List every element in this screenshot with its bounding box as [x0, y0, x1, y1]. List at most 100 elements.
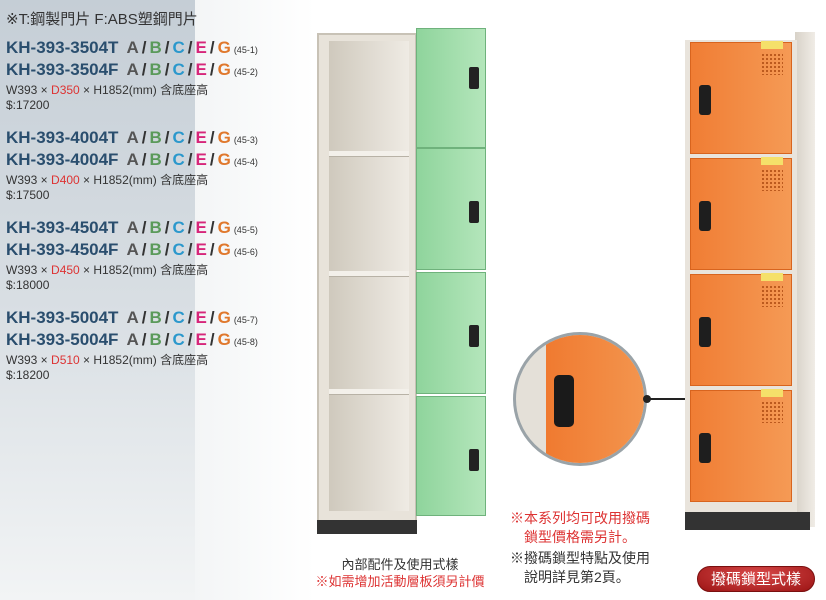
color-option-c: C — [172, 218, 185, 237]
lock-detail-zoom — [513, 332, 647, 466]
color-option-e: E — [195, 150, 207, 169]
lock-icon — [469, 449, 479, 471]
model-number: KH-393-3504T — [6, 38, 119, 57]
color-option-e: E — [195, 218, 207, 237]
depth-value: D510 — [51, 353, 80, 367]
dimensions: W393 × D400 × H1852(mm) 含底座高 — [6, 173, 209, 187]
price: $:18200 — [6, 368, 50, 382]
model-number: KH-393-5004T — [6, 308, 119, 327]
color-option-c: C — [172, 330, 185, 349]
color-option-g: G — [217, 38, 231, 57]
color-option-c: C — [172, 240, 185, 259]
color-option-c: C — [172, 38, 185, 57]
page-ref: (45-1) — [233, 45, 258, 55]
color-option-b: B — [149, 240, 162, 259]
color-option-g: G — [217, 240, 231, 259]
color-option-a: A — [126, 60, 139, 79]
color-option-b: B — [149, 150, 162, 169]
page-ref: (45-6) — [233, 247, 258, 257]
combination-lock-icon — [554, 375, 574, 427]
color-option-b: B — [149, 330, 162, 349]
lock-icon — [469, 201, 479, 223]
color-option-a: A — [126, 150, 139, 169]
depth-value: D450 — [51, 263, 80, 277]
color-option-b: B — [149, 218, 162, 237]
dimensions: W393 × D510 × H1852(mm) 含底座高 — [6, 353, 209, 367]
color-option-g: G — [217, 330, 231, 349]
color-option-a: A — [126, 330, 139, 349]
left-panel-fade — [195, 0, 315, 600]
color-option-a: A — [126, 218, 139, 237]
color-option-g: G — [217, 218, 231, 237]
color-option-c: C — [172, 60, 185, 79]
model-number: KH-393-4004F — [6, 150, 119, 169]
model-number: KH-393-4004T — [6, 128, 119, 147]
price: $:17500 — [6, 188, 50, 202]
color-option-b: B — [149, 128, 162, 147]
model-number: KH-393-3504F — [6, 60, 119, 79]
combination-lock-icon — [699, 433, 711, 463]
color-option-e: E — [195, 38, 207, 57]
combination-lock-icon — [699, 85, 711, 115]
color-option-b: B — [149, 60, 162, 79]
color-option-e: E — [195, 128, 207, 147]
model-number: KH-393-4504F — [6, 240, 119, 259]
combination-lock-style-button[interactable]: 撥碼鎖型式樣 — [697, 566, 815, 592]
page-ref: (45-8) — [233, 337, 258, 347]
left-panel-background — [0, 0, 195, 600]
note-2a: ※撥碼鎖型特點及使用 — [510, 550, 650, 566]
depth-value: D400 — [51, 173, 80, 187]
page-ref: (45-7) — [233, 315, 258, 325]
lock-icon — [469, 325, 479, 347]
caption-line1: 內部配件及使用式樣 — [341, 557, 459, 572]
color-option-g: G — [217, 128, 231, 147]
page-ref: (45-2) — [233, 67, 258, 77]
color-option-e: E — [195, 240, 207, 259]
color-option-e: E — [195, 308, 207, 327]
page-ref: (45-4) — [233, 157, 258, 167]
note-1a: ※本系列均可改用撥碼 — [510, 510, 650, 526]
door-type-legend: ※T:鋼製門片 F:ABS塑鋼門片 — [6, 11, 198, 28]
color-option-a: A — [126, 38, 139, 57]
color-option-e: E — [195, 330, 207, 349]
model-number: KH-393-5004F — [6, 330, 119, 349]
color-option-g: G — [217, 308, 231, 327]
dimensions: W393 × D450 × H1852(mm) 含底座高 — [6, 263, 209, 277]
color-option-b: B — [149, 38, 162, 57]
color-option-g: G — [217, 150, 231, 169]
dimensions: W393 × D350 × H1852(mm) 含底座高 — [6, 83, 209, 97]
page-ref: (45-5) — [233, 225, 258, 235]
caption-line2: ※如需增加活動層板須另計價 — [315, 574, 485, 589]
lock-icon — [469, 67, 479, 89]
note-1b: 鎖型價格需另計。 — [524, 529, 636, 545]
model-number: KH-393-4504T — [6, 218, 119, 237]
color-option-a: A — [126, 240, 139, 259]
combination-lock-icon — [699, 317, 711, 347]
color-option-b: B — [149, 308, 162, 327]
color-option-a: A — [126, 308, 139, 327]
price: $:17200 — [6, 98, 50, 112]
color-option-c: C — [172, 128, 185, 147]
color-option-a: A — [126, 128, 139, 147]
depth-value: D350 — [51, 83, 80, 97]
color-option-e: E — [195, 60, 207, 79]
color-option-c: C — [172, 150, 185, 169]
combination-lock-icon — [699, 201, 711, 231]
note-2b: 說明詳見第2頁。 — [524, 569, 630, 585]
page-ref: (45-3) — [233, 135, 258, 145]
price: $:18000 — [6, 278, 50, 292]
color-option-g: G — [217, 60, 231, 79]
color-option-c: C — [172, 308, 185, 327]
